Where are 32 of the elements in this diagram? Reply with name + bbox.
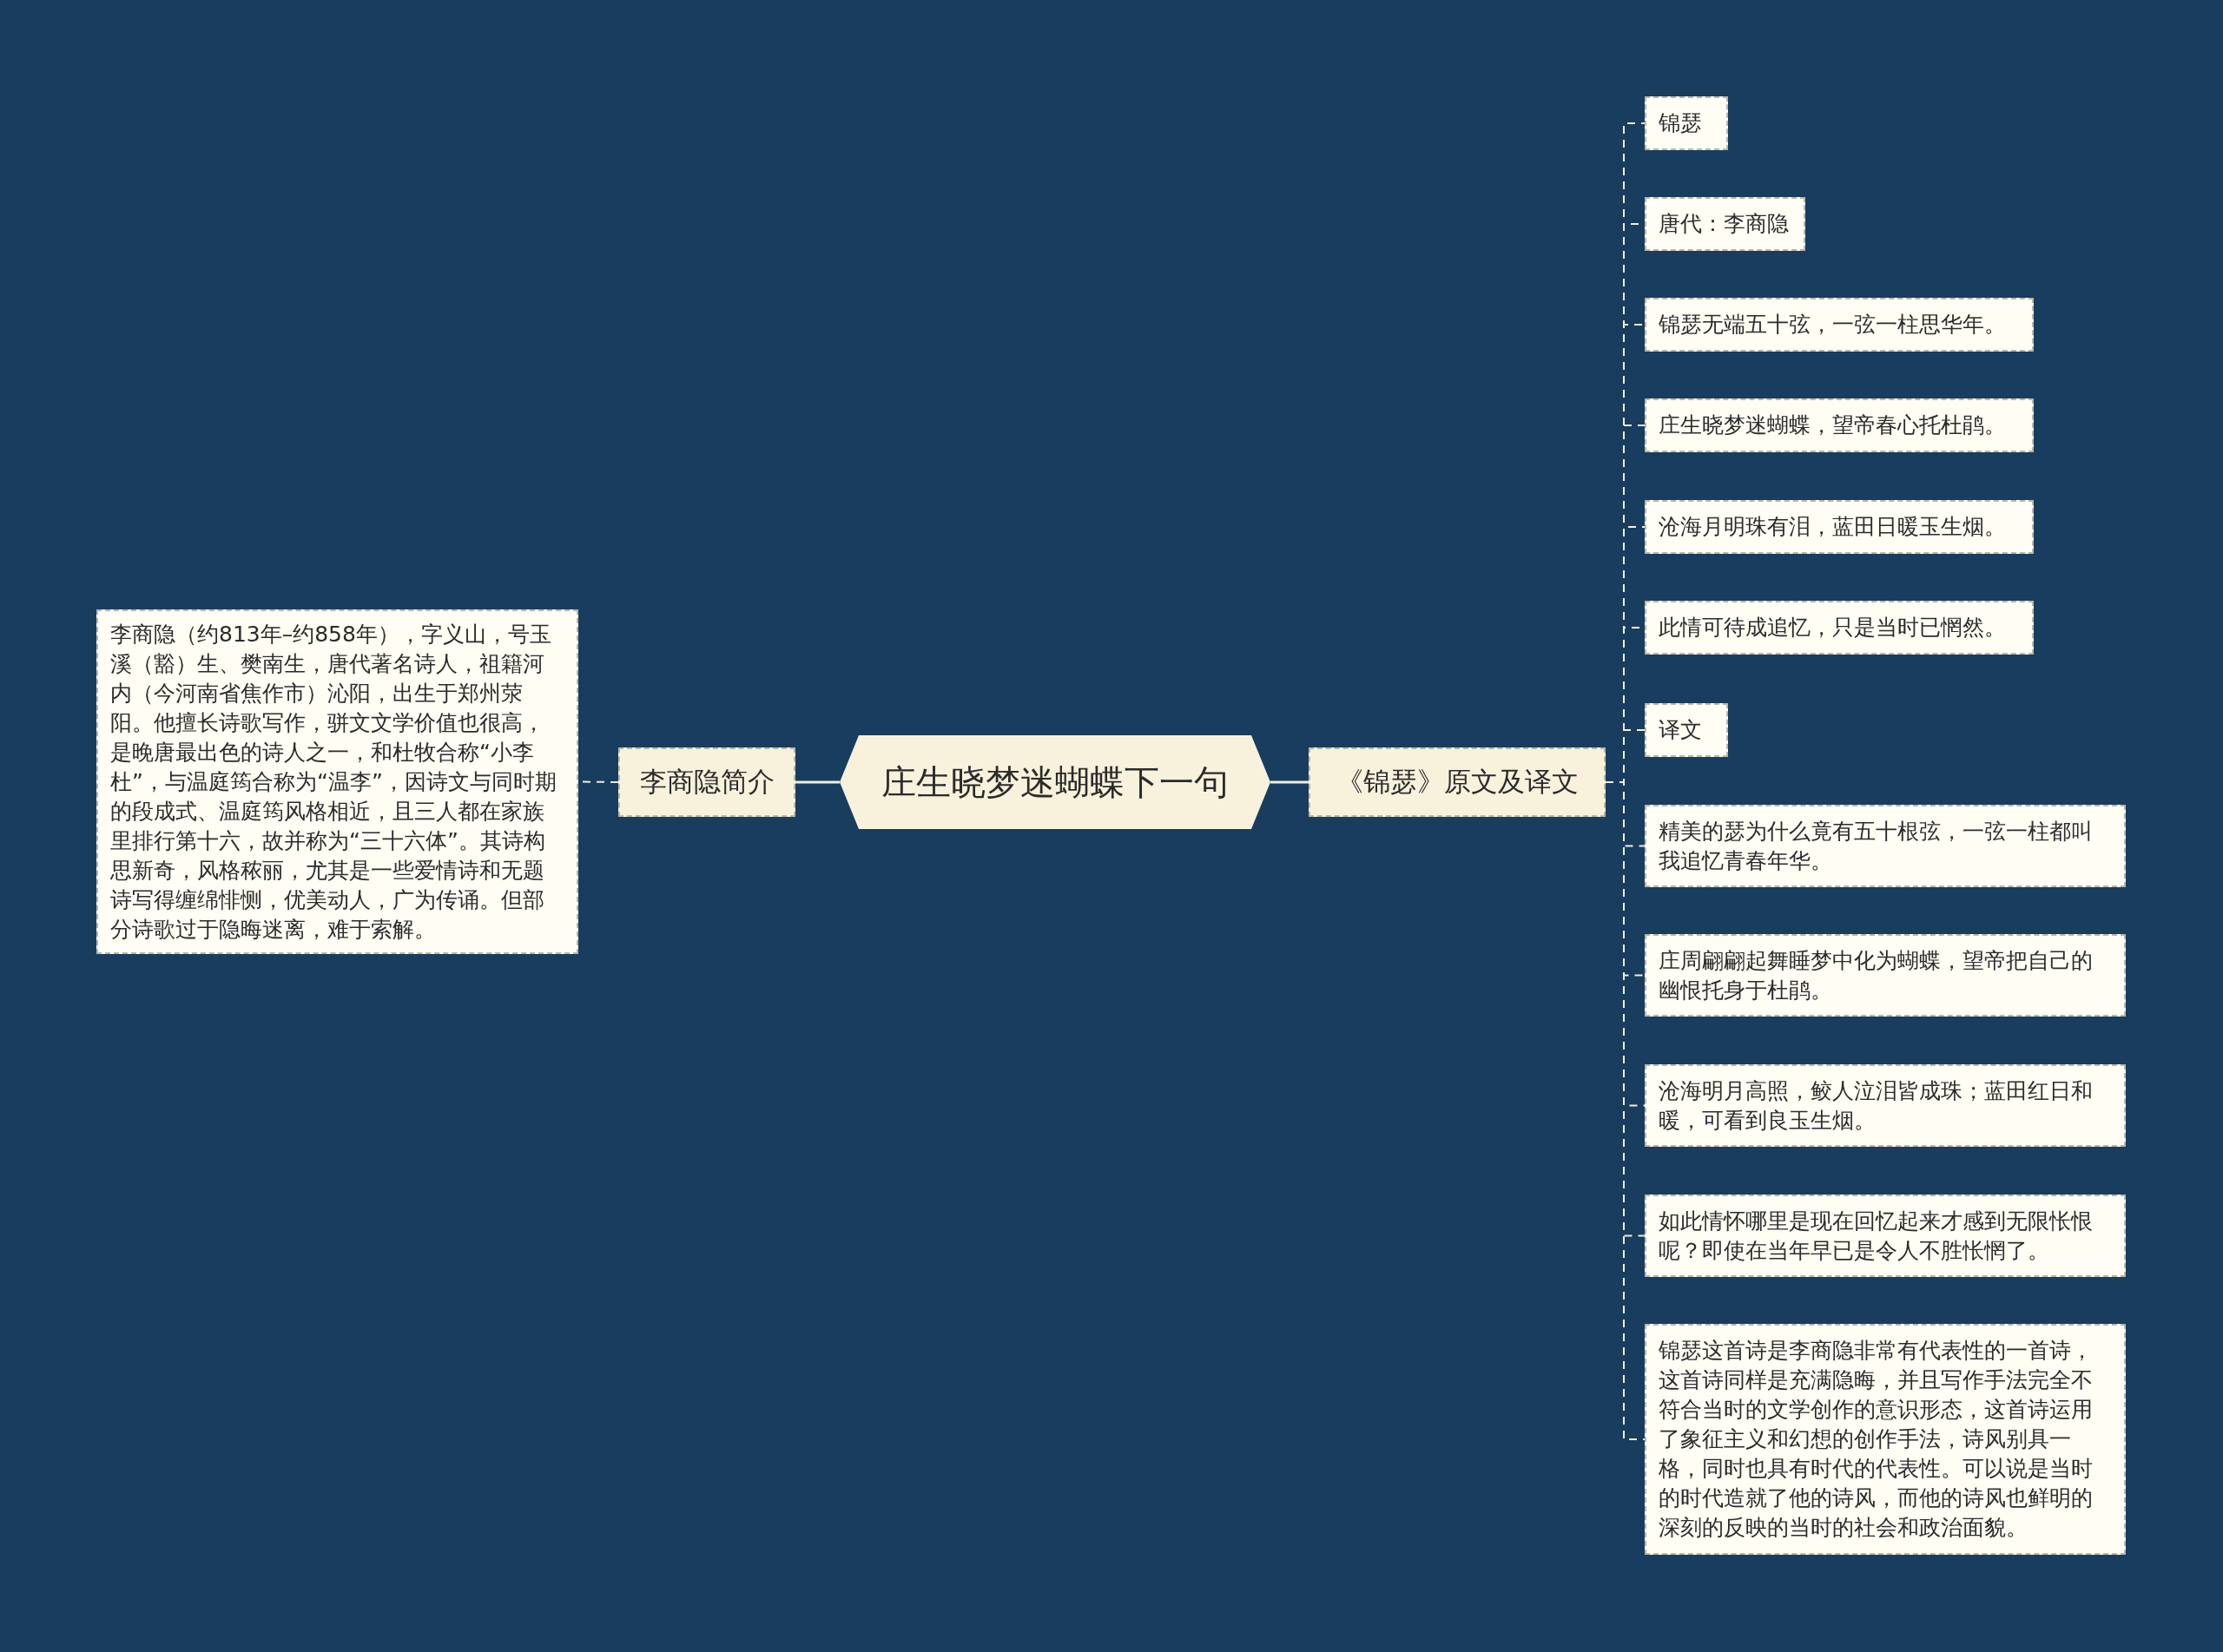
node-text: 庄生晓梦迷蝴蝶下一句 (881, 760, 1229, 804)
text-box (1645, 1064, 2126, 1147)
node-text: 锦瑟这首诗是李商隐非常有代表性的一首诗，这首诗同样是充满隐晦，并且写作手法完全不符合当时的文学创作的意识形态，这首诗运用了象征主义和幻想的创作手法，诗风别具一格，同时也具有时代的代表性。可以说是当时的时代造就了他的诗风，而他的诗风也鲜明的深刻的反映的当时的社会和政治面貌。 (1659, 1337, 2094, 1542)
text-box (1645, 96, 1728, 150)
node-text: 此情可待成追忆，只是当时已惘然。 (1659, 614, 2006, 642)
node-text: 沧海明月高照，鲛人泣泪皆成珠；蓝田红日和暖，可看到良玉生烟。 (1659, 1076, 2094, 1135)
node-text: 李商隐（约813年–约858年），字义山，号玉溪（豁）生、樊南生，唐代著名诗人，祖籍河内（今河南省焦作市）沁阳，出生于郑州荥阳。他擅长诗歌写作，骈文文学价值也很高，是晚唐最出色的诗人之一，和杜牧合称“小李杜”，与温庭筠合称为“温李”，因诗文与同时期的段成式、温庭筠风格相近，且三人都在家族里排行第十六，故并称为“三十六体”。其诗构思新奇，风格秾丽，尤其是一些爱情诗和无题诗写得缠绵悱恻，优美动人，广为传诵。但部分诗歌过于隐晦迷离，难于索解。 (110, 620, 557, 944)
branch-box (1309, 747, 1606, 817)
node-text: 庄生晓梦迷蝴蝶，望帝春心托杜鹃。 (1659, 411, 2006, 439)
text-box (1645, 601, 2034, 655)
text-box (1645, 703, 1728, 757)
node-text: 唐代：李商隐 (1659, 210, 1789, 238)
node-text: 沧海月明珠有泪，蓝田日暖玉生烟。 (1659, 513, 2006, 541)
text-box (1645, 298, 2034, 352)
text-box (1645, 1195, 2126, 1277)
text-box (1645, 805, 2126, 887)
text-box (1645, 934, 2126, 1017)
text-box (1645, 1324, 2126, 1555)
connector-line (1270, 780, 1309, 784)
node-text: 庄周翩翩起舞睡梦中化为蝴蝶，望帝把自己的幽恨托身于杜鹃。 (1659, 946, 2094, 1004)
text-box (1645, 500, 2034, 554)
node-text: 译文 (1659, 716, 1702, 744)
node-text: 如此情怀哪里是现在回忆起来才感到无限怅恨呢？即使在当年早已是令人不胜怅惘了。 (1659, 1207, 2094, 1265)
node-text: 精美的瑟为什么竟有五十根弦，一弦一柱都叫我追忆青春年华。 (1659, 817, 2094, 875)
text-box (1645, 398, 2034, 452)
connector-line (795, 780, 840, 784)
text-box (1645, 197, 1805, 251)
node-text: 锦瑟无端五十弦，一弦一柱思华年。 (1659, 311, 2006, 339)
node-text: 李商隐简介 (639, 765, 775, 799)
node-text: 《锦瑟》原文及译文 (1336, 765, 1579, 799)
branch-box (618, 747, 795, 817)
node-text: 锦瑟 (1659, 109, 1702, 137)
